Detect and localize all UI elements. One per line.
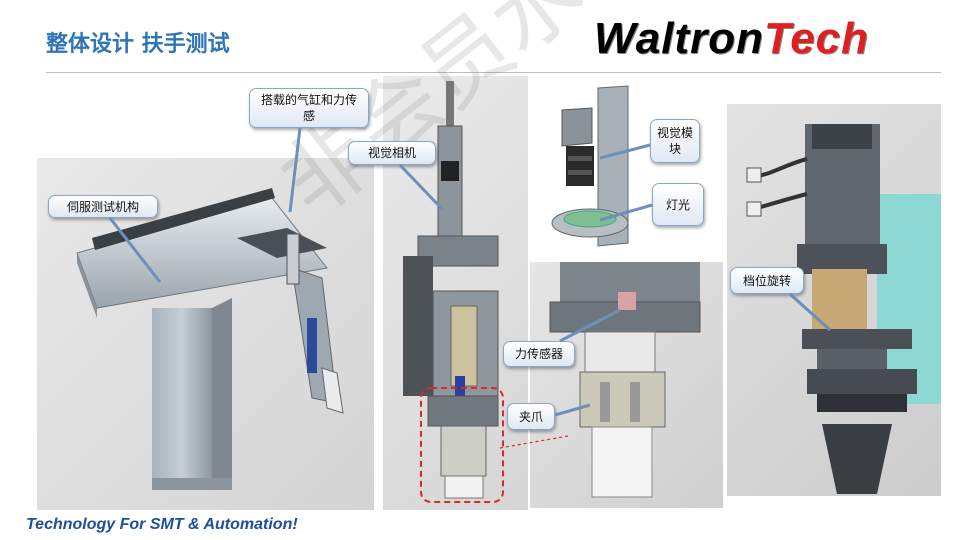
logo-text-dark: Waltron [594, 14, 764, 63]
rotation-mechanism-image [727, 104, 941, 496]
rotation-mechanism-drawing [746, 124, 941, 494]
servo-mechanism-image [37, 158, 374, 510]
footer-tagline: Technology For SMT & Automation! [26, 516, 298, 533]
callout-vision-module: 视觉模块 [650, 119, 700, 163]
pointer-camera [398, 163, 445, 212]
callout-force-sensor: 力传感器 [503, 341, 575, 367]
pointer-light [599, 203, 653, 222]
logo-text-red: Tech [763, 14, 870, 63]
callout-light: 灯光 [652, 183, 704, 226]
header-divider [46, 72, 941, 73]
pointer-cylinder [288, 127, 302, 213]
callout-rotation: 档位旋转 [730, 267, 804, 294]
vision-module-drawing [551, 85, 629, 247]
pointer-gripper [554, 403, 591, 417]
pointer-rotation [788, 292, 832, 332]
company-logo: WaltronTech [594, 14, 869, 64]
pointer-vision-module [599, 143, 651, 160]
gripper-closeup-drawing [549, 262, 701, 498]
pointer-servo [108, 217, 162, 283]
pointer-zoom-link [499, 435, 569, 449]
pointer-force-sensor [559, 308, 621, 343]
page-title: 整体设计 扶手测试 [46, 32, 230, 57]
callout-vision-camera: 视觉相机 [348, 141, 436, 165]
callout-cylinder-force: 搭载的气缸和力传感 [249, 88, 369, 128]
callout-servo-mechanism: 伺服测试机构 [48, 195, 158, 218]
gripper-closeup-image [530, 262, 723, 508]
vision-camera-drawing [403, 81, 504, 503]
callout-gripper: 夹爪 [507, 403, 555, 430]
servo-mechanism-drawing [76, 188, 344, 490]
